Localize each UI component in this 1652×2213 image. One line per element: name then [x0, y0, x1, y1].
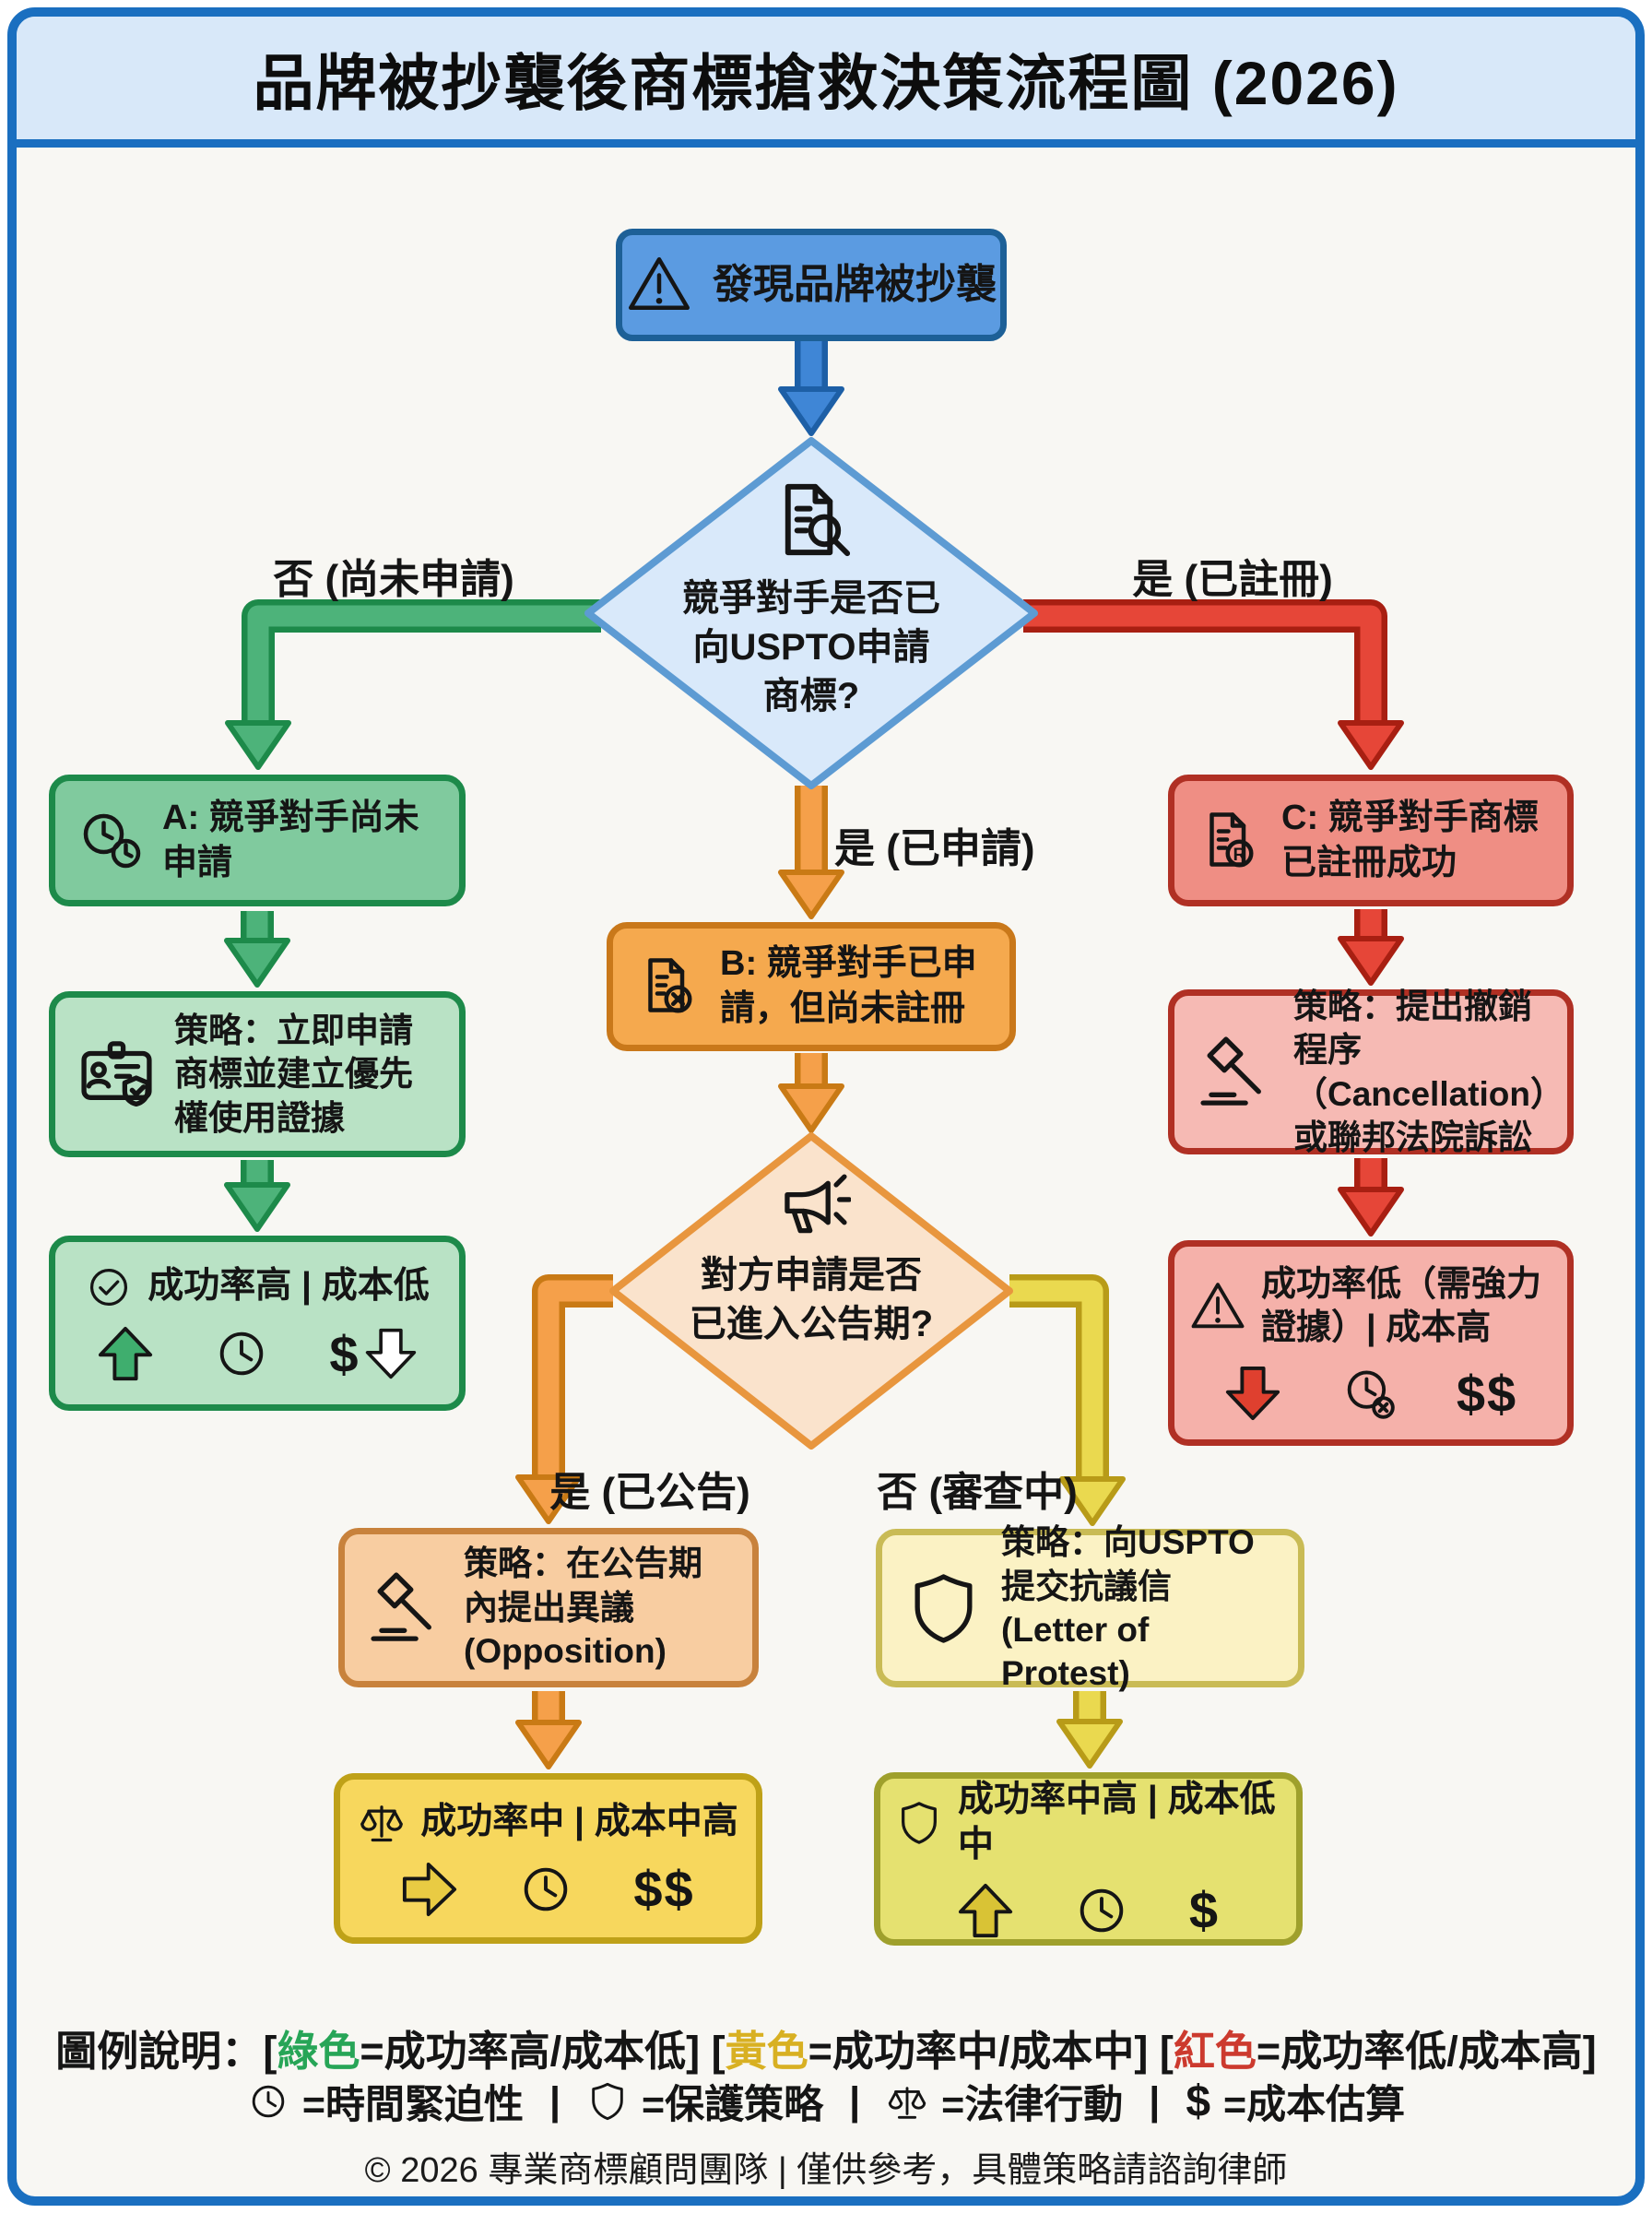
strategy-letter-of-protest-label: 策略：向USPTO提交抗議信 (Letter of Protest) — [1001, 1523, 1255, 1693]
legend-dollar-desc: =成本估算 — [1223, 2083, 1406, 2127]
warning-triangle-icon — [1189, 1278, 1246, 1335]
alarm-clocks-icon — [77, 808, 144, 874]
result-c-text: 成功率低（需強力證據）| 成本高 — [1261, 1264, 1542, 1348]
dollar-signs: $$ — [633, 1860, 695, 1918]
cost-low-indicator: $ — [329, 1324, 417, 1384]
result-opposition-text: 成功率中 | 成本中高 — [420, 1801, 738, 1841]
dollar-sign: $ — [1188, 1881, 1221, 1940]
result-letter-of-protest: 成功率中高 | 成本低中 $ — [874, 1772, 1303, 1946]
legend-color-line: 圖例說明：[綠色=成功率高/成本低] [黃色=成功率中/成本中] [紅色=成功率… — [0, 2018, 1652, 2077]
legend-yellow-term: 黃色 — [725, 2028, 808, 2075]
clock-icon — [247, 2080, 289, 2123]
legend-red-bracket: [ — [1159, 2028, 1174, 2075]
page-title: 品牌被抄襲後商標搶救決策流程圖 (2026) — [253, 48, 1399, 117]
node-c: C: 競爭對手商標已註冊成功 — [1168, 775, 1574, 906]
legend-red-desc: =成功率低/成本高] — [1256, 2028, 1597, 2075]
node-a: A: 競爭對手尚未申請 — [49, 775, 466, 906]
result-a-headline: 成功率高 | 成本低 — [85, 1263, 430, 1311]
legend-yellow-desc: =成功率中/成本中] — [808, 2028, 1160, 2075]
dollar-signs: $$ — [1456, 1364, 1518, 1423]
branch-label-no-examining: 否 (審查中) — [877, 1470, 1078, 1515]
result-opposition-headline: 成功率中 | 成本中高 — [358, 1798, 738, 1846]
clock-icon — [517, 1861, 574, 1918]
legend-dollar-sign: $ — [1186, 2077, 1211, 2126]
legend-green-desc: =成功率高/成本低] — [360, 2028, 712, 2075]
megaphone-icon — [773, 1164, 851, 1242]
strategy-letter-of-protest: 策略：向USPTO提交抗議信 (Letter of Protest) — [876, 1523, 1304, 1692]
result-a: 成功率高 | 成本低 $ — [49, 1236, 466, 1411]
up-arrow-icon — [97, 1325, 154, 1382]
shield-icon — [904, 1569, 983, 1648]
result-a-text: 成功率高 | 成本低 — [148, 1266, 430, 1307]
legend-clock-desc: =時間緊迫性 — [301, 2083, 524, 2127]
result-a-icons: $ — [97, 1324, 417, 1384]
scales-icon — [358, 1798, 406, 1846]
legend-shield-desc: =保護策略 — [642, 2083, 824, 2127]
shield-icon — [586, 2080, 629, 2123]
strategy-c-label: 策略：提出撤銷程序（Cancellation）或聯邦法院訴訟 — [1293, 987, 1564, 1156]
strategy-c: 策略：提出撤銷程序（Cancellation）或聯邦法院訴訟 — [1168, 988, 1574, 1156]
dollar-sign: $ — [329, 1324, 360, 1383]
decision-1-text: 競爭對手是否已 向USPTO申請 商標? — [682, 578, 940, 716]
strategy-opposition: 策略：在公告期內提出異議 (Opposition) — [338, 1528, 759, 1687]
node-a-label: A: 競爭對手尚未申請 — [162, 798, 419, 882]
up-arrow-icon — [957, 1882, 1014, 1939]
clock-icon — [213, 1325, 270, 1382]
strategy-opposition-label: 策略：在公告期內提出異議 (Opposition) — [464, 1544, 702, 1671]
document-search-icon — [768, 478, 856, 565]
result-c-headline: 成功率低（需強力證據）| 成本高 — [1189, 1263, 1552, 1351]
start-node: 發現品牌被抄襲 — [616, 229, 1007, 341]
decision-1: 競爭對手是否已 向USPTO申請 商標? — [636, 478, 986, 720]
clock-icon — [1073, 1882, 1130, 1939]
legend-yellow-bracket: [ — [711, 2028, 726, 2075]
id-card-check-icon — [77, 1035, 156, 1114]
result-c: 成功率低（需強力證據）| 成本高 $$ — [1168, 1240, 1574, 1446]
gavel-icon — [367, 1568, 445, 1647]
legend-green-term: 綠色 — [277, 2028, 360, 2075]
result-opposition: 成功率中 | 成本中高 $$ — [334, 1773, 762, 1944]
legend-scales-desc: =法律行動 — [941, 2083, 1124, 2127]
result-letter-headline: 成功率中高 | 成本低中 — [895, 1778, 1281, 1868]
document-registered-icon — [1197, 808, 1263, 874]
decision-2-text: 對方申請是否 已進入公告期? — [689, 1255, 934, 1344]
result-letter-icons: $ — [957, 1880, 1220, 1940]
result-letter-text: 成功率中高 | 成本低中 — [958, 1779, 1276, 1864]
node-c-label: C: 競爭對手商標已註冊成功 — [1281, 798, 1539, 882]
legend-separator: | — [549, 2078, 560, 2124]
legend-icon-line: =時間緊迫性 | =保護策略 | =法律行動 | $ =成本估算 — [0, 2073, 1652, 2130]
dollar-down-arrow-icon — [364, 1327, 418, 1380]
result-opposition-icons: $$ — [401, 1859, 694, 1919]
legend-red-term: 紅色 — [1173, 2028, 1257, 2075]
result-c-icons: $$ — [1224, 1364, 1517, 1424]
node-b: B: 競爭對手已申請，但尚未註冊 — [607, 922, 1016, 1051]
legend-green-bracket: [ — [263, 2028, 277, 2075]
clock-x-icon — [1340, 1365, 1398, 1422]
node-b-label: B: 競爭對手已申請，但尚未註冊 — [720, 944, 977, 1028]
legend-intro: 圖例說明： — [55, 2028, 264, 2075]
title-bar: 品牌被抄襲後商標搶救決策流程圖 (2026) — [17, 17, 1635, 148]
warning-triangle-icon — [626, 252, 692, 318]
down-arrow-icon — [1224, 1365, 1281, 1422]
right-arrow-icon — [401, 1861, 458, 1918]
branch-label-yes-registered: 是 (已註冊) — [1132, 557, 1333, 602]
legend-separator: | — [849, 2078, 861, 2124]
footer-copyright: © 2026 專業商標顧問團隊 | 僅供參考，具體策略請諮詢律師 — [364, 2151, 1288, 2190]
strategy-a: 策略：立即申請商標並建立優先權使用證據 — [49, 991, 466, 1157]
check-circle-icon — [85, 1263, 133, 1311]
branch-label-yes-applied: 是 (已申請) — [834, 826, 1035, 871]
branch-label-no-not-applied: 否 (尚未申請) — [273, 557, 514, 602]
shield-icon — [895, 1799, 943, 1847]
scales-icon — [886, 2080, 928, 2123]
document-x-icon — [635, 953, 702, 1020]
gavel-icon — [1197, 1033, 1275, 1111]
legend-separator: | — [1149, 2078, 1161, 2124]
decision-2: 對方申請是否 已進入公告期? — [650, 1164, 973, 1349]
strategy-a-label: 策略：立即申請商標並建立優先權使用證據 — [174, 1011, 413, 1137]
start-label: 發現品牌被抄襲 — [713, 261, 997, 307]
branch-label-yes-published: 是 (已公告) — [549, 1470, 750, 1515]
